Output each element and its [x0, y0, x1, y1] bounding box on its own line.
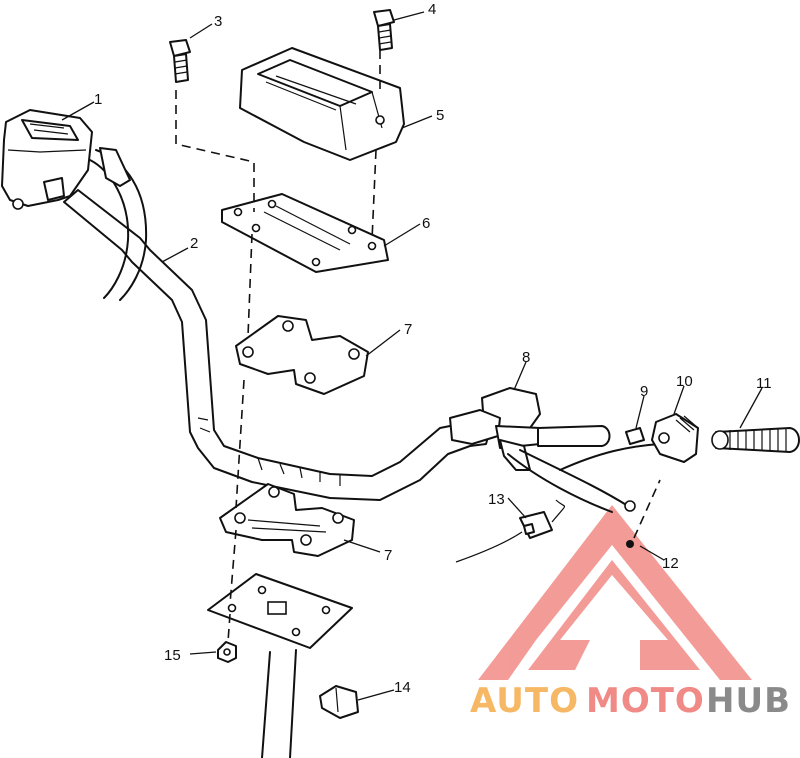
watermark-text: AUTO MOTO HUB [470, 681, 791, 721]
callout-3: 3 [214, 13, 222, 30]
callout-10: 10 [676, 373, 693, 390]
watermark-moto: MOTO [586, 681, 705, 721]
callout-11: 11 [756, 375, 772, 392]
grip-housing-10-icon [651, 413, 699, 463]
screw-12-icon [626, 479, 661, 548]
lower-clamp [219, 483, 355, 557]
brake-cable [519, 449, 629, 507]
hand-grip-11-icon [711, 427, 800, 453]
handlebar-cover [239, 47, 405, 161]
cable-end [624, 500, 636, 512]
watermark-hub: HUB [706, 681, 791, 721]
callout-6: 6 [422, 215, 430, 232]
callout-14: 14 [394, 679, 411, 696]
callout-7-upper: 7 [404, 321, 412, 338]
callout-2: 2 [190, 235, 198, 252]
nut-15-icon [217, 641, 237, 663]
steering-plate [207, 573, 353, 649]
switch-wire [559, 443, 661, 471]
callout-4: 4 [428, 1, 436, 18]
cable-boot [99, 147, 131, 187]
callout-9: 9 [640, 383, 648, 400]
spacer-9-icon [625, 427, 645, 445]
bolt-3-icon [169, 39, 191, 83]
alignment-lines [175, 50, 381, 643]
callout-12: 12 [662, 555, 679, 572]
upper-clamp [235, 315, 369, 395]
callout-1: 1 [94, 91, 102, 108]
callout-7-lower: 7 [384, 547, 392, 564]
callout-15: 15 [164, 647, 181, 664]
steering-post [261, 649, 297, 758]
bolt-4-icon [373, 9, 395, 51]
callout-5: 5 [436, 107, 444, 124]
callout-leaders [61, 11, 763, 701]
callout-8: 8 [522, 349, 530, 366]
triangle-logo-icon [478, 505, 752, 680]
clamp-14-icon [319, 685, 359, 719]
callout-labels: 1 2 3 4 5 6 7 7 8 9 10 11 12 13 14 15 [94, 1, 772, 696]
connector-13-icon [455, 499, 566, 563]
watermark-auto: AUTO [470, 681, 579, 721]
brake-cable-2 [507, 453, 613, 513]
mounting-plate [221, 193, 389, 273]
callout-13: 13 [488, 491, 505, 508]
brake-master-cylinder [449, 387, 611, 471]
left-control-switch [1, 109, 93, 210]
